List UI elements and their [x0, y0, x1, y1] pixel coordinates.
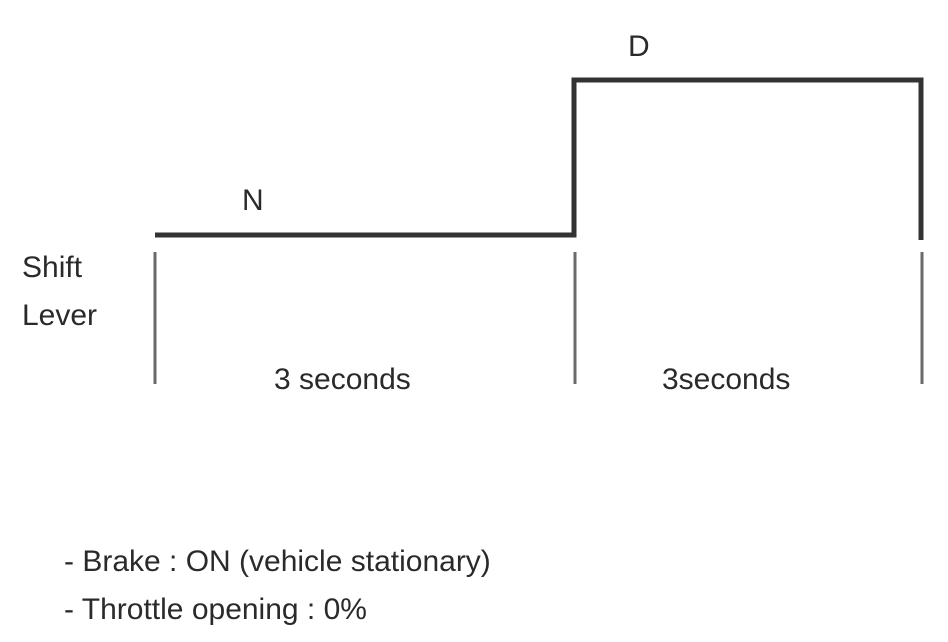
- state-label-d: D: [628, 30, 650, 63]
- axis-label-line-1: Shift: [22, 251, 83, 284]
- axis-label-shift-lever: Shift Lever: [22, 244, 97, 340]
- conditions-notes: - Brake : ON (vehicle stationary) - Thro…: [64, 538, 491, 634]
- duration-label-drive: 3seconds: [662, 363, 791, 396]
- duration-label-neutral: 3 seconds: [274, 363, 411, 396]
- axis-label-line-2: Lever: [22, 299, 98, 332]
- note-throttle: - Throttle opening : 0%: [64, 593, 367, 626]
- state-label-n: N: [242, 184, 264, 217]
- shift-lever-waveform: [155, 77, 924, 240]
- note-brake: - Brake : ON (vehicle stationary): [64, 545, 491, 578]
